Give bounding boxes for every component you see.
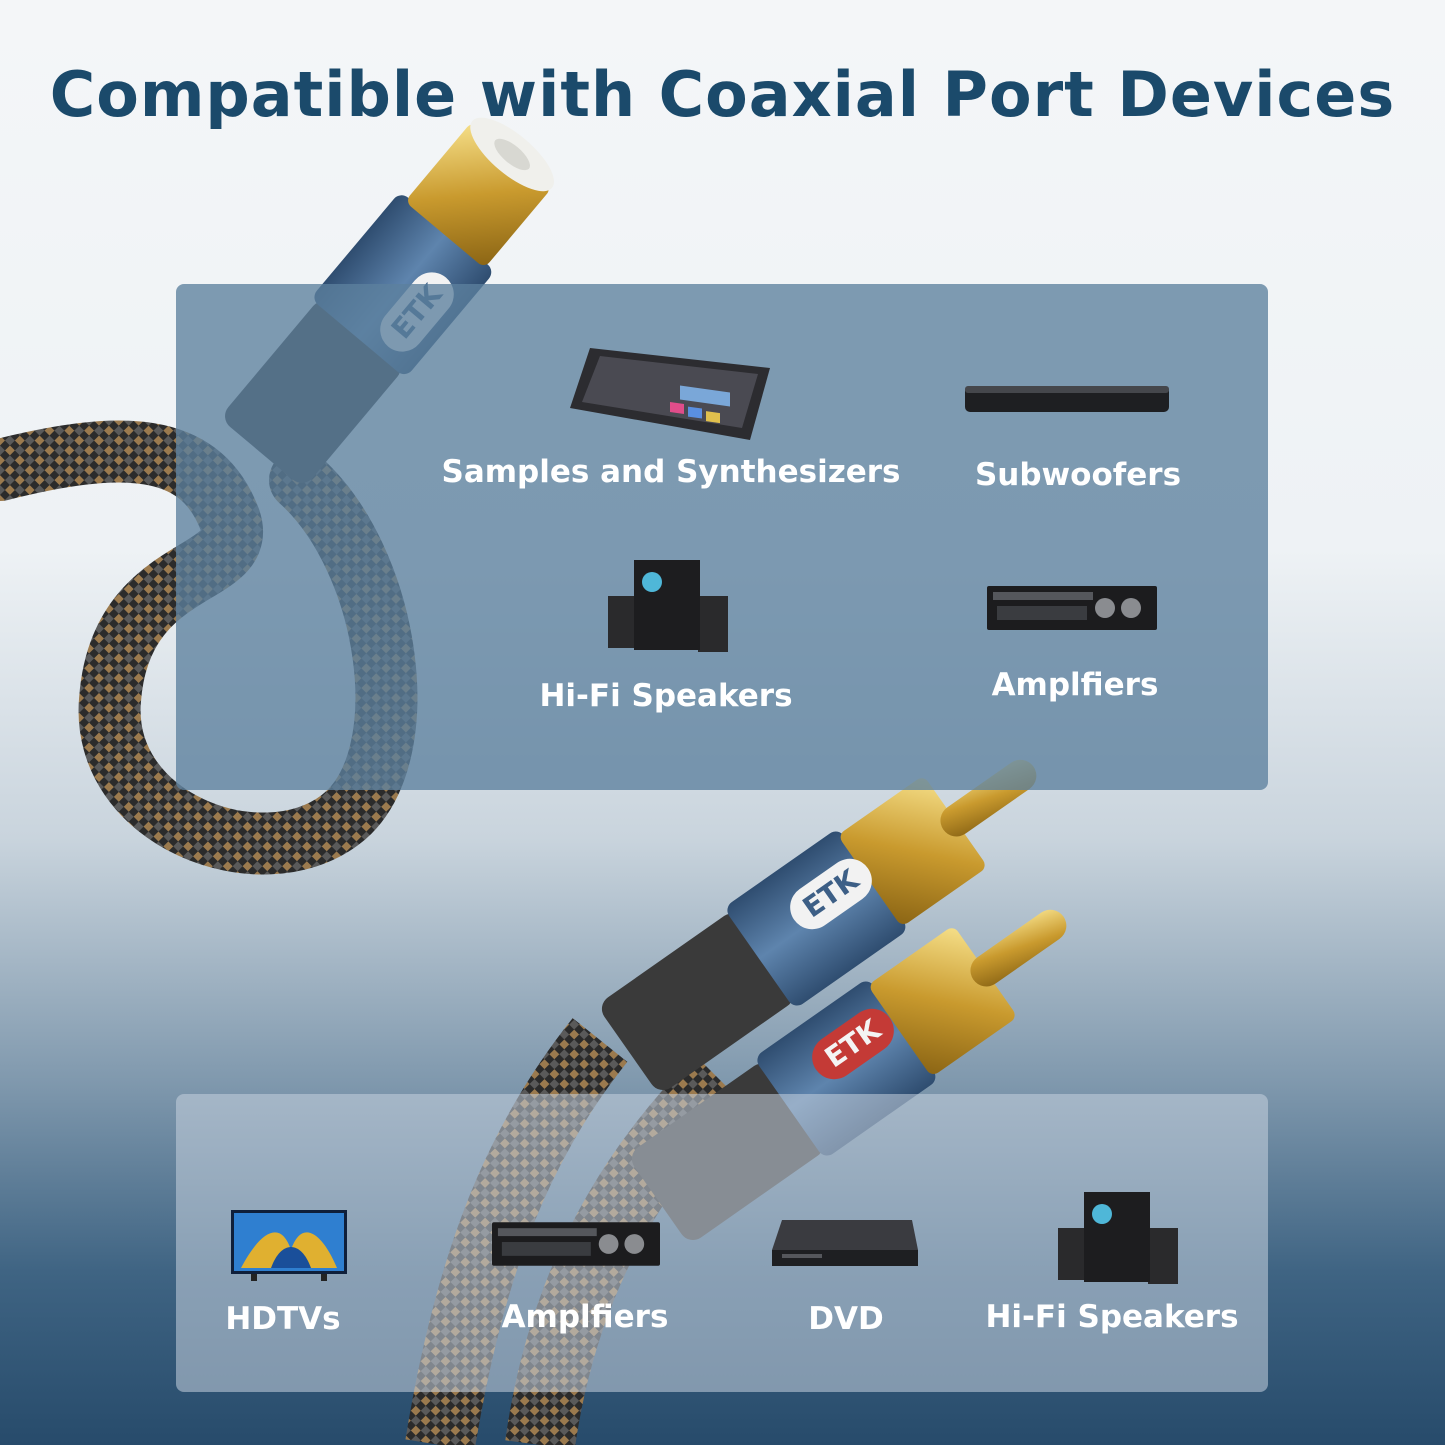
page-title: Compatible with Coaxial Port Devices <box>49 58 1396 131</box>
amplifier-icon <box>492 1222 660 1266</box>
device-label-amplifiers-top: Amplfiers <box>991 667 1159 703</box>
device-label-dvd: DVD <box>808 1301 884 1337</box>
mixer-console-icon <box>570 348 770 440</box>
soundbar-icon <box>965 386 1169 412</box>
speaker-set-icon <box>608 560 728 652</box>
amplifier-icon <box>987 586 1157 630</box>
tv-icon <box>231 1210 347 1281</box>
device-label-amplifiers-bottom: Amplfiers <box>501 1299 669 1335</box>
device-label-hifi-top: Hi-Fi Speakers <box>539 678 793 714</box>
dvd-player-icon <box>772 1220 918 1266</box>
device-label-hifi-bottom: Hi-Fi Speakers <box>985 1299 1239 1335</box>
device-label-subwoofers: Subwoofers <box>974 457 1182 493</box>
device-label-hdtvs: HDTVs <box>225 1301 341 1337</box>
speaker-set-icon <box>1058 1192 1178 1284</box>
device-label-samples: Samples and Synthesizers <box>441 454 901 490</box>
